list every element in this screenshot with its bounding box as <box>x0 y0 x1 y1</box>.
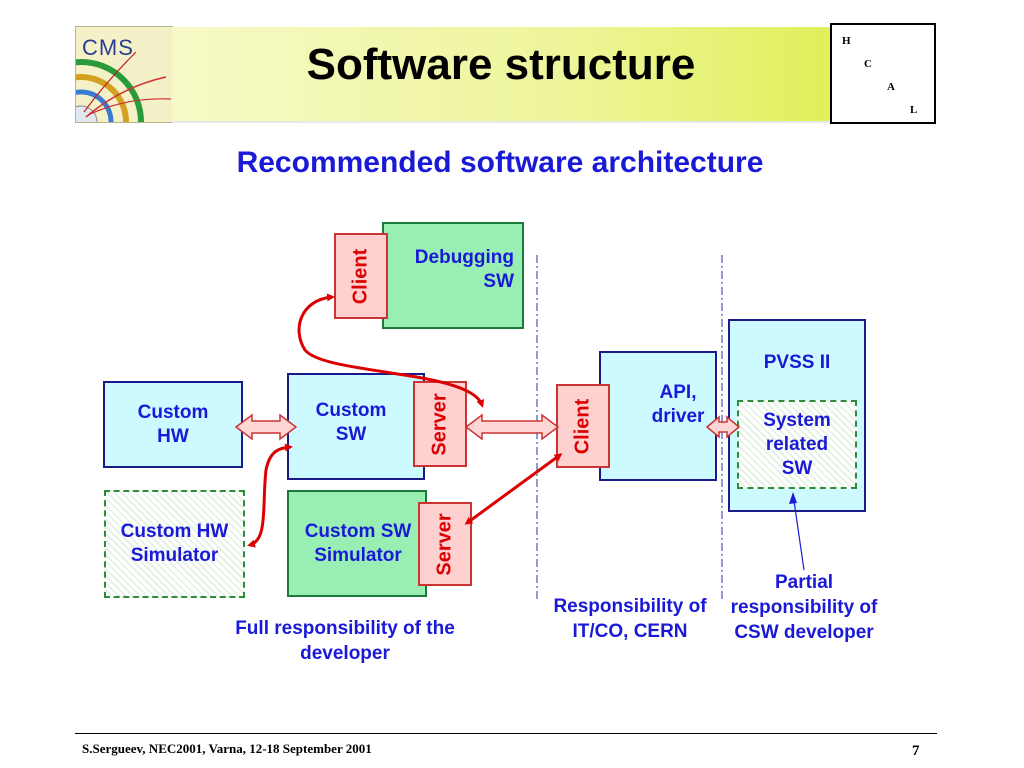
custom-sw-simulator-label: Custom SW Simulator <box>304 520 412 566</box>
pvss-label: PVSS II <box>763 352 831 373</box>
caption-full-responsibility: Full responsibility of the developer <box>235 618 455 664</box>
hwsim-sw-curved-arrow <box>247 443 293 548</box>
system-related-sw-label: System related SW <box>763 409 831 479</box>
api-pvss-double-arrow <box>705 415 741 439</box>
caption-it-co: Responsibility of IT/CO, CERN <box>553 596 707 642</box>
hcal-letter-a: A <box>887 81 895 93</box>
page-number: 7 <box>912 743 920 759</box>
custom-sw-simulator-box: Custom SW Simulator <box>287 490 427 597</box>
hw-sw-double-arrow <box>234 413 298 441</box>
custom-hw-box: Custom HW <box>103 381 243 468</box>
slide-subtitle: Recommended software architecture <box>236 146 764 179</box>
server-client-double-arrow <box>464 413 560 441</box>
caption-partial: Partial responsibility of CSW developer <box>730 572 878 643</box>
page-title: Software structure <box>306 40 696 89</box>
api-driver-label: API, driver <box>651 382 705 427</box>
hcal-letter-c: C <box>864 58 872 70</box>
cms-logo-text: CMS <box>82 35 134 60</box>
hcal-letter-h: H <box>842 35 851 47</box>
cms-logo: CMS <box>75 26 173 123</box>
system-related-sw-box: System related SW <box>737 400 857 489</box>
debugging-sw-label: Debugging SW <box>414 247 514 292</box>
server-sim-tag: Server <box>418 502 472 586</box>
client-api-tag: Client <box>556 384 610 468</box>
partial-pointer-head <box>789 492 797 504</box>
cms-logo-graphic <box>76 51 172 122</box>
footer-divider <box>75 733 937 734</box>
custom-hw-simulator-box: Custom HW Simulator <box>104 490 245 598</box>
partial-pointer-line <box>792 493 805 571</box>
serversim-client-arrow <box>464 453 563 525</box>
title-bar <box>172 27 830 123</box>
custom-hw-simulator-label: Custom HW Simulator <box>120 521 229 566</box>
hcal-letter-l: L <box>910 104 918 116</box>
hcal-logo-box: H C A L <box>830 23 936 124</box>
footer-text: S.Sergueev, NEC2001, Varna, 12-18 Septem… <box>82 741 372 756</box>
custom-hw-label: Custom HW <box>137 401 209 447</box>
client-server-curved-arrow <box>297 293 485 408</box>
